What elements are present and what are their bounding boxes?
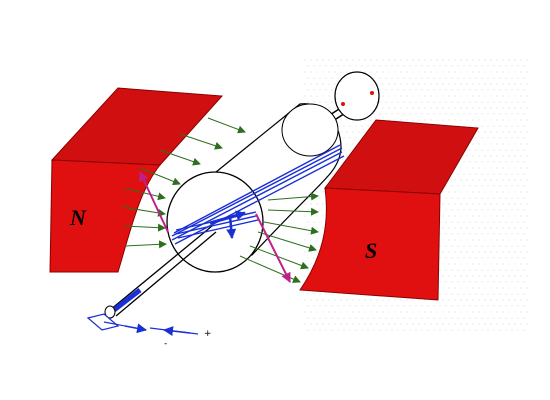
coil-wires xyxy=(171,144,345,245)
south-magnet-top-face xyxy=(324,119,479,195)
plus-terminal-label: + xyxy=(204,329,212,339)
north-magnet: N xyxy=(49,87,224,273)
brush-plate xyxy=(86,313,120,331)
rotor-cylinder xyxy=(166,103,342,273)
field-arrow xyxy=(121,206,166,217)
minus-terminal-label: - xyxy=(164,339,167,349)
north-pole-label: N xyxy=(69,205,87,230)
brush-contacts: - + xyxy=(86,313,212,349)
current-arrow-in xyxy=(124,323,147,334)
south-magnet-front-face xyxy=(299,187,441,301)
field-arrow xyxy=(249,245,309,270)
field-arrow xyxy=(263,221,319,235)
field-arrow xyxy=(139,167,181,186)
force-arrows xyxy=(139,171,291,283)
field-arrow xyxy=(159,149,201,166)
north-magnet-front-face xyxy=(49,159,162,273)
field-arrow xyxy=(267,207,319,216)
field-arrow xyxy=(123,223,166,232)
field-arrow xyxy=(257,231,317,252)
force-arrow-up xyxy=(139,171,169,233)
field-arrow xyxy=(207,117,246,134)
field-arrow xyxy=(179,133,223,150)
field-arrow xyxy=(239,255,301,283)
rotor-shaft xyxy=(104,225,217,319)
force-arrow-down xyxy=(255,213,291,283)
south-pole-label: S xyxy=(365,238,377,263)
north-magnet-top-face xyxy=(50,87,224,166)
field-arrow xyxy=(123,187,166,201)
rotor-back-cap xyxy=(281,103,339,157)
current-arrow-out xyxy=(163,326,191,336)
south-magnet: S xyxy=(299,119,479,301)
field-arrow xyxy=(267,192,319,201)
field-arrow xyxy=(124,240,167,249)
